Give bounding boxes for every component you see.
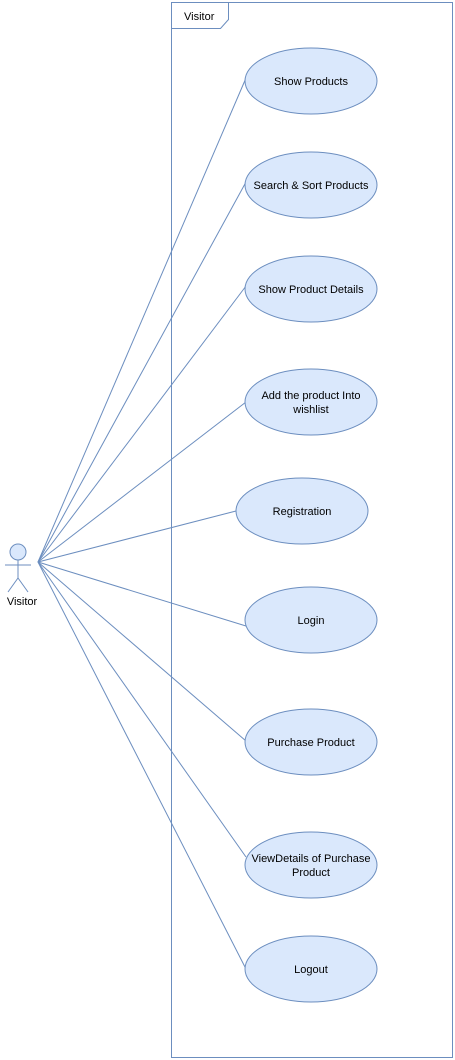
use-case-ellipse [244, 586, 378, 654]
use-case-login[interactable]: Login [244, 586, 378, 654]
use-case-label: wishlist [292, 404, 328, 416]
use-case-label: ViewDetails of Purchase [251, 853, 370, 865]
use-case-registration[interactable]: Registration [235, 477, 369, 545]
actor-right-leg [17, 577, 29, 593]
use-case-ellipse [244, 708, 378, 776]
actor-visitor[interactable]: Visitor [5, 543, 38, 608]
use-case-label: Show Products [274, 76, 348, 88]
association-show-product-details [37, 285, 247, 563]
association-add-the-product-into-wishlist [37, 401, 247, 563]
association-logout [37, 561, 247, 970]
use-case-label: Product [292, 867, 330, 879]
use-case-show-product-details[interactable]: Show Product Details [244, 255, 378, 323]
association-registration [37, 510, 237, 563]
use-case-label: Search & Sort Products [254, 180, 369, 192]
boundary-title: Visitor [184, 11, 215, 23]
use-case-ellipse [244, 47, 378, 115]
association-search-sort-products [37, 181, 247, 563]
association-login [37, 561, 247, 627]
association-viewdetails-of-purchase-product [37, 561, 247, 858]
use-case-label: Purchase Product [267, 737, 354, 749]
association-show-products [37, 77, 247, 563]
use-case-search-sort-products[interactable]: Search & Sort Products [244, 151, 378, 219]
actor-label: Visitor [7, 596, 38, 608]
use-case-label: Add the product Into [261, 390, 360, 402]
use-case-label: Login [298, 615, 325, 627]
use-case-ellipse [244, 255, 378, 323]
boundary-tab [171, 2, 229, 29]
use-case-add-the-product-into-wishlist[interactable]: Add the product Into wishlist [244, 368, 378, 436]
use-case-label: Registration [273, 506, 332, 518]
use-case-ellipse [244, 151, 378, 219]
use-case-logout[interactable]: Logout [244, 935, 378, 1003]
actor-head [9, 543, 27, 561]
use-case-ellipse [244, 935, 378, 1003]
association-lines [37, 77, 247, 970]
actor-left-leg [7, 577, 19, 593]
use-case-ellipse [235, 477, 369, 545]
use-case-label: Show Product Details [258, 284, 364, 296]
use-case-ellipse [244, 368, 378, 436]
association-purchase-product [37, 561, 247, 742]
use-case-purchase-product[interactable]: Purchase Product [244, 708, 378, 776]
use-case-show-products[interactable]: Show Products [244, 47, 378, 115]
use-case-label: Logout [294, 964, 328, 976]
use-case-ellipse [244, 831, 378, 899]
